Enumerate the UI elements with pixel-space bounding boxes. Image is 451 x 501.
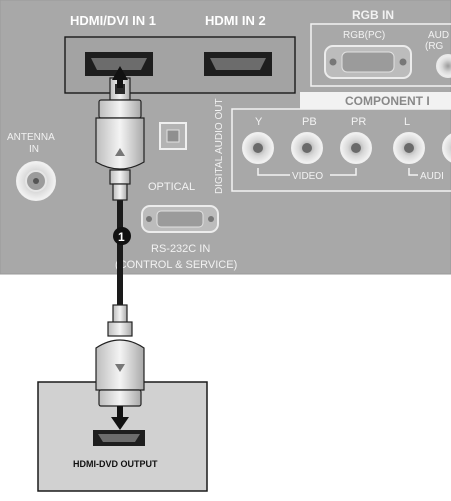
rs232c-label: RS-232C IN [151, 243, 210, 255]
audio-rgb-label: AUD [428, 30, 449, 41]
insert-arrow-dvd [111, 406, 129, 430]
rs232c-port[interactable] [141, 205, 219, 233]
insert-arrow-tv [112, 66, 128, 88]
rs232c-control-label: (CONTROL & SERVICE) [115, 259, 237, 271]
audio-rgb-label-2: (RG [425, 41, 444, 52]
audio-bracket [408, 168, 418, 176]
audio-rgb-jack[interactable] [436, 54, 451, 78]
antenna-jack[interactable] [16, 161, 56, 201]
audio-l-label: L [404, 116, 410, 128]
component-pb-jack[interactable] [291, 132, 323, 164]
rgb-pc-port[interactable] [324, 45, 412, 79]
rgb-pc-label: RGB(PC) [343, 30, 385, 41]
optical-label: OPTICAL [148, 181, 195, 193]
digital-audio-out-label: DIGITAL AUDIO OUT [214, 98, 225, 194]
video-bracket [257, 168, 357, 176]
component-y-label: Y [255, 116, 263, 128]
audio-r-jack[interactable] [442, 133, 451, 163]
component-pr-label: PR [351, 116, 366, 128]
rgb-in-label: RGB IN [352, 8, 394, 22]
tv-back-panel: HDMI/DVI IN 1 HDMI IN 2 RGB IN RGB(PC) A… [0, 0, 451, 275]
dvd-hdmi-output-port[interactable] [93, 430, 145, 446]
rgb-in-box [310, 23, 451, 87]
optical-port[interactable] [159, 122, 187, 150]
antenna-label: ANTENNA [7, 132, 55, 143]
step-number: 1 [118, 230, 125, 244]
component-y-jack[interactable] [242, 132, 274, 164]
dvd-output-label: HDMI-DVD OUTPUT [73, 459, 158, 469]
hdmi2-port[interactable] [204, 52, 272, 76]
hdmi-plug-dvd-side [95, 304, 145, 407]
component-pb-label: PB [302, 116, 317, 128]
hdmi2-label: HDMI IN 2 [205, 13, 266, 28]
component-box [231, 108, 451, 192]
antenna-label-2: IN [29, 144, 39, 155]
audio-l-jack[interactable] [393, 132, 425, 164]
component-pr-jack[interactable] [340, 132, 372, 164]
video-label: VIDEO [292, 171, 323, 182]
step-number-badge: 1 [113, 227, 131, 245]
hdmi-plug-tv-side [95, 77, 145, 201]
hdmi-cable: 1 [95, 66, 145, 430]
component-header-bar [300, 92, 451, 109]
audio-label: AUDI [420, 171, 444, 182]
component-label: COMPONENT I [345, 94, 430, 108]
hdmi1-port[interactable] [85, 52, 153, 76]
hdmi1-label: HDMI/DVI IN 1 [70, 13, 156, 28]
